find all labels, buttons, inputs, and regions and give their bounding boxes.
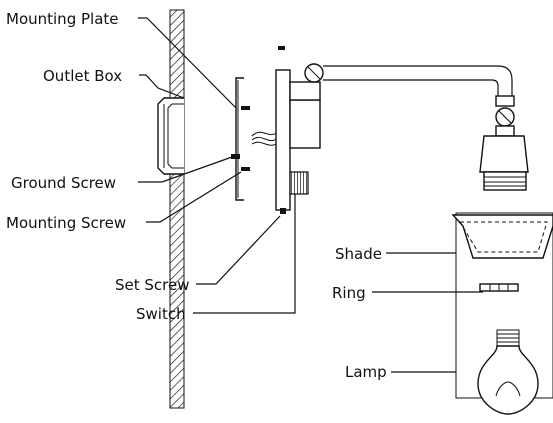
bottom-set-screw xyxy=(280,208,286,214)
wires xyxy=(251,131,279,146)
socket-joint xyxy=(495,95,515,137)
outlet-box xyxy=(157,97,184,175)
mounting-plate-leader xyxy=(138,17,237,109)
arm xyxy=(304,63,513,96)
label-outlet-box: Outlet Box xyxy=(43,67,122,85)
screw-lower xyxy=(241,167,250,171)
lamp-bulb xyxy=(477,329,539,415)
label-lamp: Lamp xyxy=(345,363,387,381)
label-mounting-plate: Mounting Plate xyxy=(6,10,119,28)
label-switch: Switch xyxy=(136,305,186,323)
fixture-backplate xyxy=(275,69,291,211)
switch-knob xyxy=(289,171,309,195)
label-mounting-screw: Mounting Screw xyxy=(6,214,126,232)
ground-screw-leader xyxy=(138,156,233,183)
lamp-socket xyxy=(479,135,529,191)
mounting-screw-leader xyxy=(146,171,242,223)
screw-ground xyxy=(231,154,240,159)
switch-leader xyxy=(193,194,296,314)
outlet-box-leader xyxy=(139,74,185,99)
label-ring: Ring xyxy=(332,284,366,302)
mounting-plate xyxy=(235,77,244,201)
label-ground-screw: Ground Screw xyxy=(11,174,116,192)
set-screw-leader xyxy=(196,215,281,285)
label-set-screw: Set Screw xyxy=(115,276,190,294)
ring xyxy=(479,283,519,292)
top-set-screw xyxy=(278,46,285,50)
screw-upper xyxy=(241,106,250,110)
label-shade: Shade xyxy=(335,245,382,263)
cylinder-housing xyxy=(289,81,321,149)
shade xyxy=(451,212,553,399)
